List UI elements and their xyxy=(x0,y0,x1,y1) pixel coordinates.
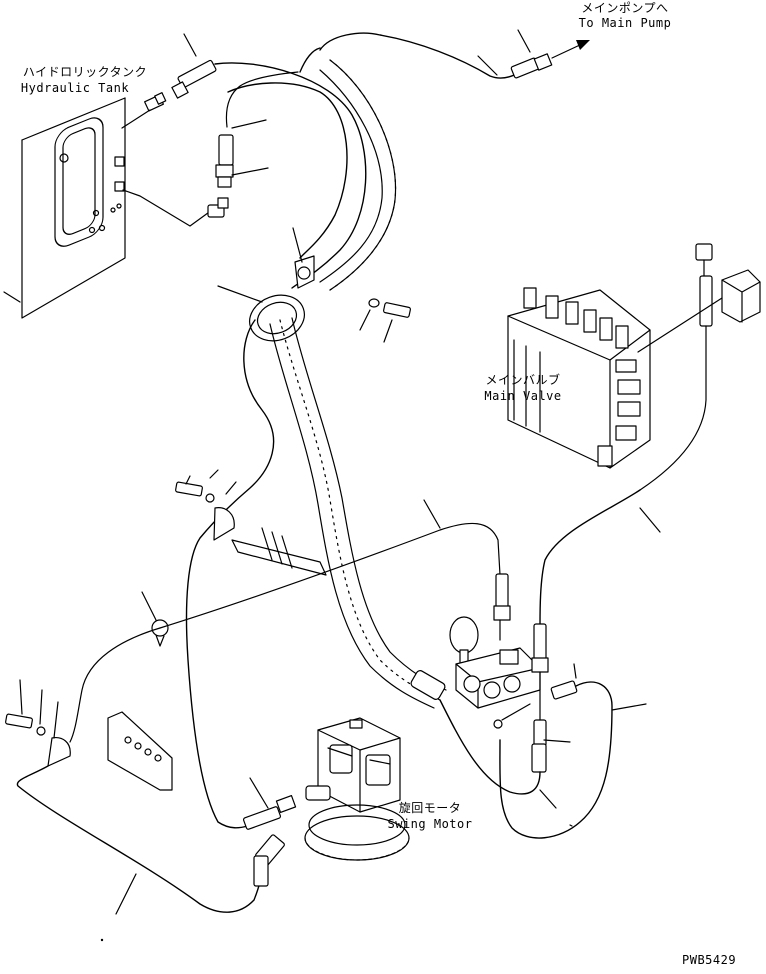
hydraulic-tank-label-jp: ハイドロリックタンク xyxy=(22,65,148,79)
solenoid-valve-accumulator xyxy=(449,616,541,709)
main-valve-label-jp: メインバルブ xyxy=(485,373,561,387)
main-valve xyxy=(507,287,651,469)
valve-right-block xyxy=(637,243,761,491)
drawing-code: PWB5429 xyxy=(682,953,737,967)
vertical-fitting-tank xyxy=(215,119,269,188)
hydraulic-tank-label-en: Hydraulic Tank xyxy=(20,81,130,95)
valve-fittings xyxy=(493,573,578,773)
main-pump-label-en: To Main Pump xyxy=(578,16,672,30)
upper-hose-fittings xyxy=(171,33,217,99)
main-pump-label-jp: メインポンプへ xyxy=(581,1,669,15)
swing-motor-label-jp: 旋回モータ xyxy=(398,801,462,815)
swing-motor xyxy=(304,717,410,861)
elbow-fitting-1 xyxy=(207,197,229,218)
small-clip xyxy=(141,499,441,647)
main-pump-fitting xyxy=(477,29,590,79)
hydraulic-tank xyxy=(3,97,126,319)
clamp-plate xyxy=(175,469,327,576)
tank-elbow-fitting xyxy=(121,92,167,129)
main-valve-label-en: Main Valve xyxy=(484,389,562,403)
spiral-guard-bundle xyxy=(269,59,447,709)
upper-clamp xyxy=(292,227,411,343)
swing-motor-fittings xyxy=(242,777,297,887)
swing-motor-label-en: Swing Motor xyxy=(387,817,473,831)
lower-left-bracket xyxy=(5,679,173,791)
